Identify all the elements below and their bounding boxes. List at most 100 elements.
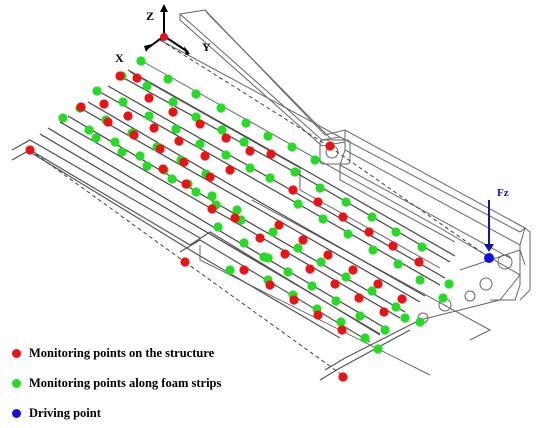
foam-monitoring-point xyxy=(318,214,328,224)
foam-monitoring-point xyxy=(263,253,273,263)
foam-monitoring-point xyxy=(216,103,226,113)
structure-monitoring-point xyxy=(388,241,398,251)
foam-monitoring-point xyxy=(373,344,383,354)
structure-monitoring-point xyxy=(330,279,340,289)
structure-monitoring-point xyxy=(325,141,335,151)
structure-monitoring-points xyxy=(25,71,424,382)
structure-monitoring-point xyxy=(123,111,133,121)
foam-monitoring-point xyxy=(191,89,201,99)
structure-monitoring-point xyxy=(305,264,315,274)
structure-monitoring-point xyxy=(379,307,389,317)
structure-monitoring-point xyxy=(239,265,249,275)
structure-monitoring-point xyxy=(179,157,189,167)
origin-point xyxy=(160,33,168,41)
foam-monitoring-point xyxy=(438,293,448,303)
foam-monitoring-point xyxy=(91,133,101,143)
foam-monitoring-point xyxy=(263,131,273,141)
structure-monitoring-point xyxy=(129,130,139,140)
foam-monitoring-point xyxy=(195,139,205,149)
foam-monitoring-point xyxy=(144,111,154,121)
structure-monitoring-point xyxy=(155,144,165,154)
structure-monitoring-point xyxy=(115,71,125,81)
foam-monitoring-point xyxy=(142,161,152,171)
structure-monitoring-point xyxy=(205,172,215,182)
structure-monitoring-point xyxy=(174,136,184,146)
structure-monitoring-point xyxy=(168,107,178,117)
structure-monitoring-point xyxy=(364,227,374,237)
foam-monitoring-point xyxy=(58,113,68,123)
structure-monitoring-point xyxy=(76,102,86,112)
foam-monitoring-point xyxy=(239,137,249,147)
foam-monitoring-point xyxy=(380,325,390,335)
foam-monitoring-point xyxy=(163,74,173,84)
foam-monitoring-point xyxy=(290,167,300,177)
foam-strip-rails xyxy=(39,69,456,335)
structure-monitoring-point xyxy=(132,73,142,83)
structure-monitoring-point xyxy=(323,250,333,260)
foam-monitoring-point xyxy=(207,191,217,201)
structure-monitoring-point xyxy=(99,99,109,109)
foam-monitoring-point xyxy=(307,281,317,291)
foam-monitoring-point xyxy=(415,317,425,327)
foam-monitoring-point xyxy=(191,112,201,122)
structure-monitoring-point xyxy=(354,293,364,303)
foam-monitoring-point xyxy=(241,118,251,128)
foam-monitoring-point xyxy=(167,174,177,184)
structure-monitoring-point xyxy=(181,179,191,189)
structure-monitoring-point xyxy=(230,213,240,223)
foam-monitoring-point xyxy=(191,187,201,197)
foam-monitoring-point xyxy=(92,86,102,96)
force-label: Fz xyxy=(497,187,509,199)
foam-monitoring-point xyxy=(367,212,377,222)
axis-label-y: Y xyxy=(202,40,211,54)
foam-monitoring-point xyxy=(400,313,410,323)
driving-point-marker xyxy=(484,253,494,263)
foam-monitoring-point xyxy=(391,302,401,312)
legend-label: Monitoring points on the structure xyxy=(29,345,215,360)
structure-monitoring-point xyxy=(200,151,210,161)
structure-monitoring-point xyxy=(207,204,217,214)
foam-monitoring-point xyxy=(245,163,255,173)
foam-monitoring-point xyxy=(415,275,425,285)
structure-monitoring-point xyxy=(265,280,275,290)
dashed-edges xyxy=(29,39,491,378)
foam-monitoring-point xyxy=(315,183,325,193)
foam-monitoring-point xyxy=(355,311,365,321)
foam-monitoring-point xyxy=(393,259,403,269)
structure-monitoring-point xyxy=(158,164,168,174)
red-dot-icon xyxy=(12,348,21,358)
structure-monitoring-point xyxy=(313,310,323,320)
foam-monitoring-point xyxy=(84,125,94,135)
legend-item-foam: Monitoring points along foam strips xyxy=(12,368,332,398)
foam-monitoring-point xyxy=(135,151,145,161)
foam-monitoring-point xyxy=(221,150,231,160)
foam-monitoring-point xyxy=(136,56,146,66)
foam-monitoring-point xyxy=(444,279,454,289)
foam-monitoring-point xyxy=(341,197,351,207)
legend-label: Monitoring points along foam strips xyxy=(29,375,222,390)
foam-monitoring-points xyxy=(58,56,454,354)
structure-monitoring-point xyxy=(144,93,154,103)
structure-monitoring-point xyxy=(266,149,276,159)
green-dot-icon xyxy=(12,378,21,388)
structure-monitoring-point xyxy=(313,197,323,207)
foam-monitoring-point xyxy=(217,125,227,135)
foam-monitoring-point xyxy=(265,173,275,183)
foam-monitoring-point xyxy=(287,142,297,152)
structure-monitoring-point xyxy=(180,257,190,267)
foam-monitoring-point xyxy=(316,257,326,267)
blue-dot-icon xyxy=(12,408,21,418)
structure-monitoring-point xyxy=(397,294,407,304)
foam-monitoring-point xyxy=(310,155,320,165)
foam-monitoring-point xyxy=(142,81,152,91)
legend-label: Driving point xyxy=(29,405,101,420)
foam-monitoring-point xyxy=(171,124,181,134)
legend-item-driving: Driving point xyxy=(12,398,332,428)
foam-monitoring-point xyxy=(343,229,353,239)
foam-monitoring-point xyxy=(293,243,303,253)
foam-monitoring-point xyxy=(225,265,235,275)
foam-monitoring-point xyxy=(239,238,249,248)
structure-monitoring-point xyxy=(337,325,347,335)
foam-monitoring-point xyxy=(213,222,223,232)
structure-monitoring-point xyxy=(103,117,113,127)
